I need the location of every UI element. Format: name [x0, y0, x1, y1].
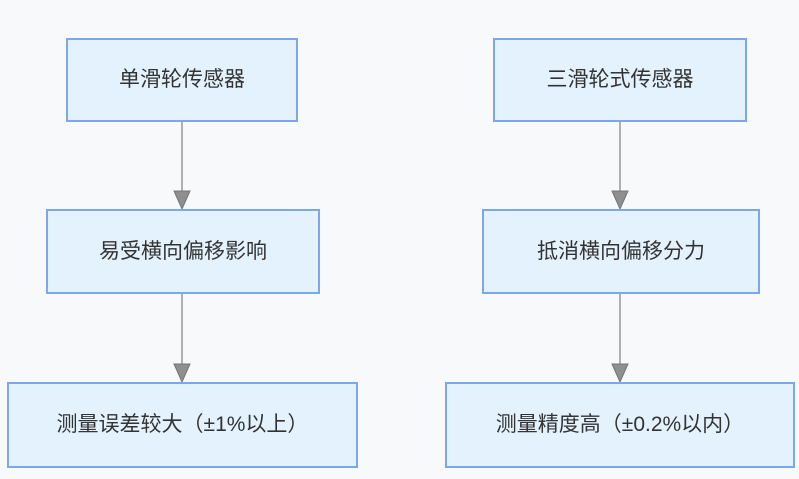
flow-node-cancel-lateral-offset: 抵消横向偏移分力	[482, 209, 760, 294]
flow-node-large-measurement-error: 测量误差较大（±1%以上）	[7, 382, 358, 468]
arrow-down-icon	[173, 294, 191, 382]
flow-node-label: 抵消横向偏移分力	[537, 239, 705, 263]
flow-node-label: 测量误差较大（±1%以上）	[56, 413, 309, 437]
flow-node-label: 单滑轮传感器	[119, 68, 245, 92]
arrow-down-icon	[173, 121, 191, 209]
flow-node-label: 测量精度高（±0.2%以内）	[495, 413, 745, 437]
arrow-down-icon	[611, 294, 629, 382]
flow-node-high-measurement-accuracy: 测量精度高（±0.2%以内）	[445, 382, 795, 468]
arrow-down-icon	[611, 121, 629, 209]
flow-node-single-pulley-sensor: 单滑轮传感器	[66, 38, 298, 122]
flow-node-lateral-offset-affected: 易受横向偏移影响	[46, 209, 320, 294]
flow-node-label: 易受横向偏移影响	[99, 239, 267, 263]
flow-node-three-pulley-sensor: 三滑轮式传感器	[493, 38, 747, 122]
flow-node-label: 三滑轮式传感器	[546, 68, 694, 92]
